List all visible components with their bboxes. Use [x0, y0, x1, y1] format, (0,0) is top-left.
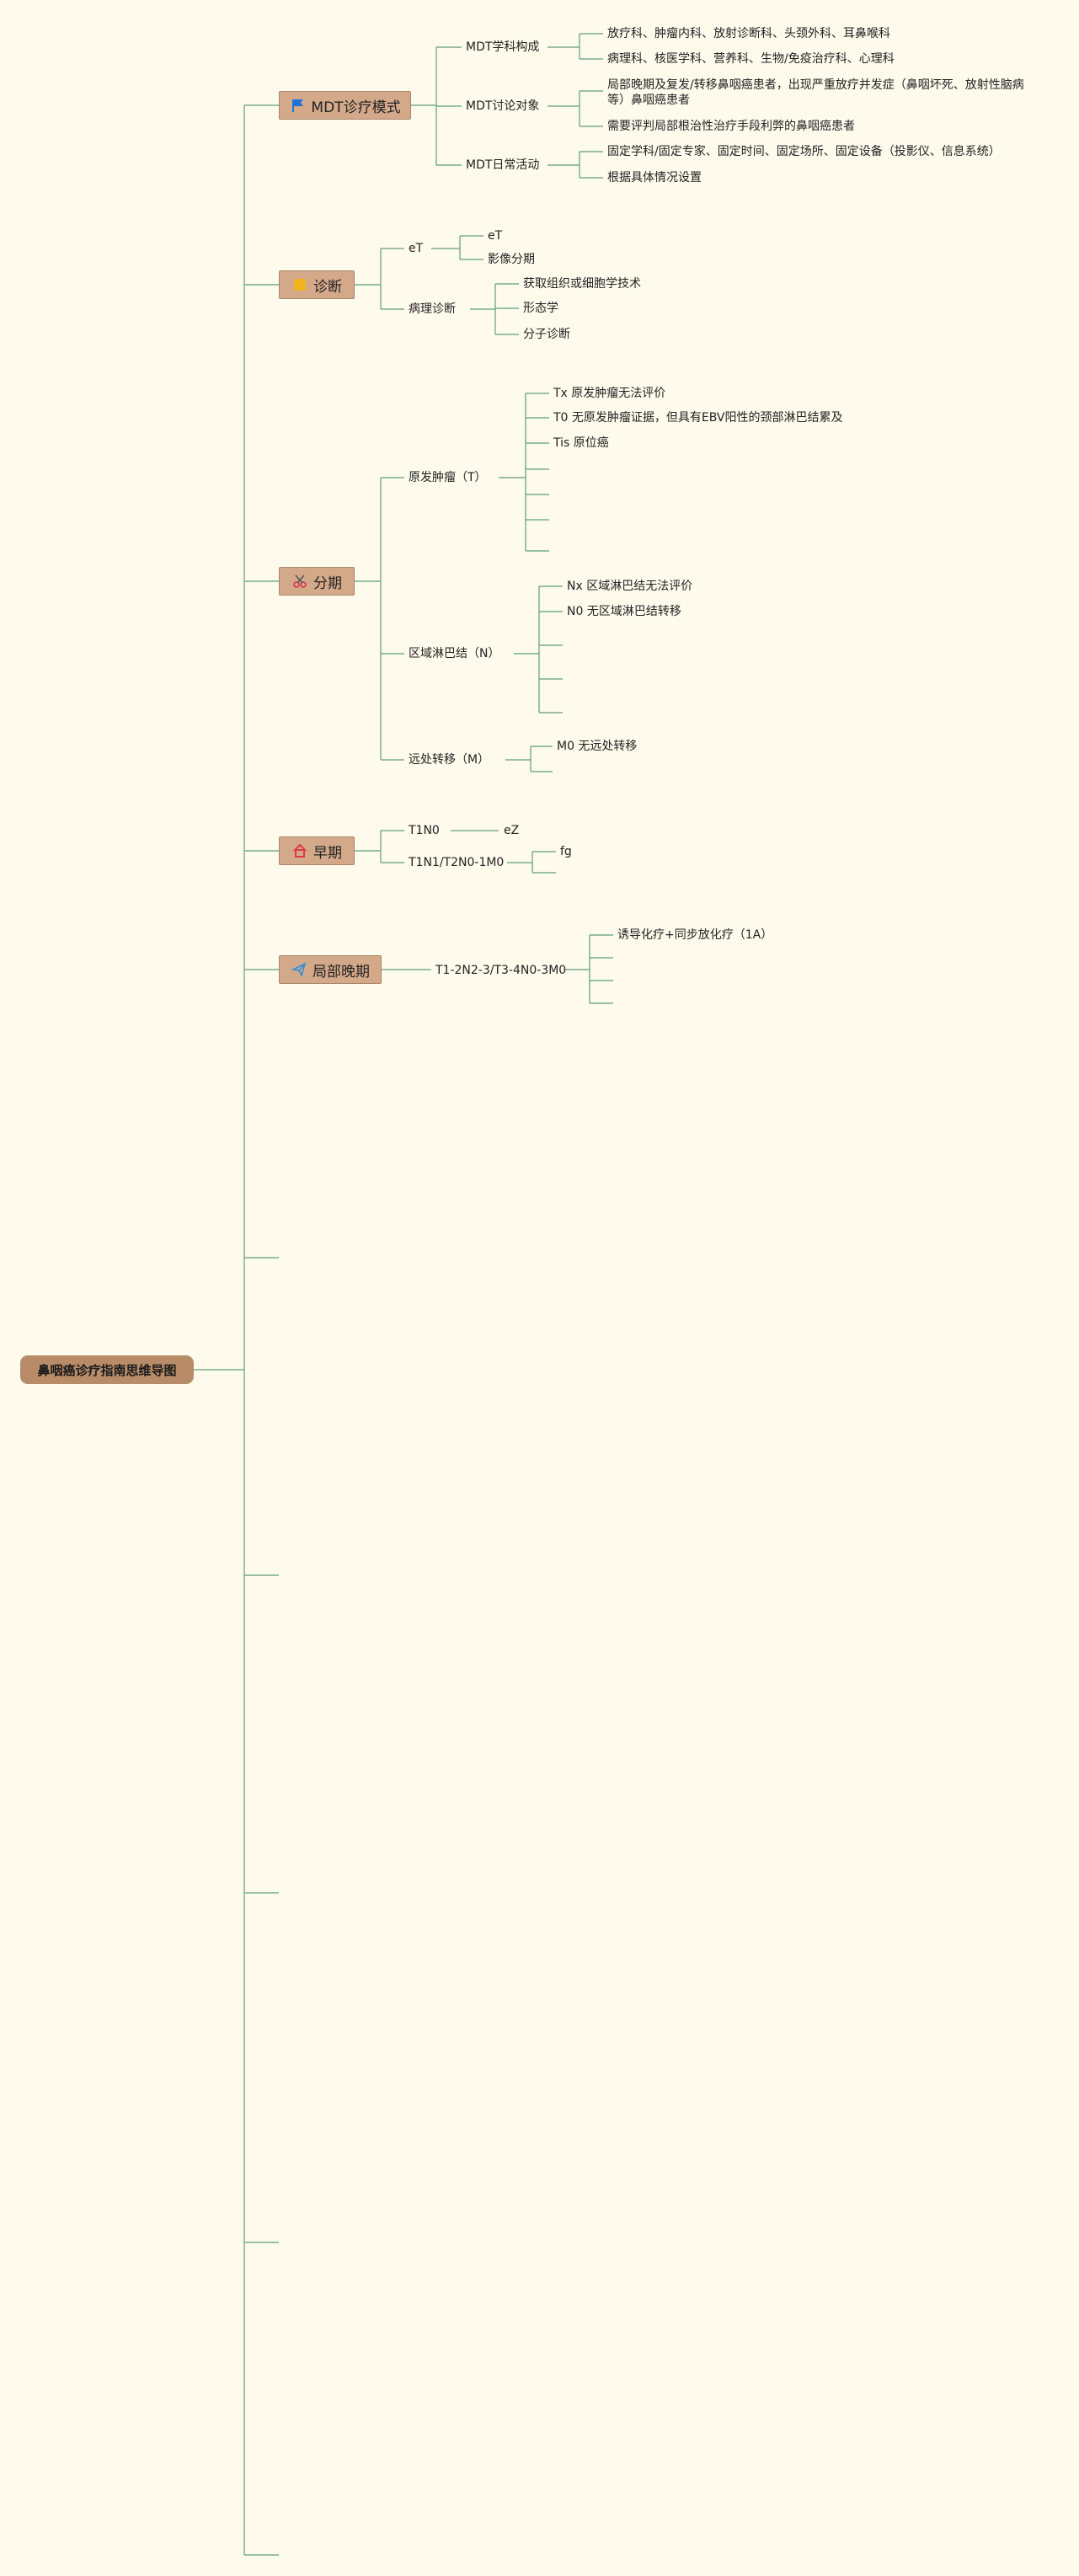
- leaf[interactable]: fg: [560, 845, 572, 858]
- scissors-icon: [291, 573, 308, 590]
- node-t1-2n2-3[interactable]: T1-2N2-3/T3-4N0-3M0: [435, 964, 567, 977]
- blue-flag-icon: [289, 97, 306, 114]
- node-t1n0[interactable]: T1N0: [409, 824, 440, 837]
- leaf[interactable]: 病理科、核医学科、营养科、生物/免疫治疗科、心理科: [607, 52, 895, 66]
- leaf[interactable]: 固定学科/固定专家、固定时间、固定场所、固定设备（投影仪、信息系统）: [607, 145, 1001, 158]
- leaf[interactable]: Tis 原位癌: [553, 436, 609, 450]
- leaf[interactable]: 形态学: [523, 302, 558, 315]
- node-et[interactable]: eT: [409, 242, 424, 255]
- root-node[interactable]: 鼻咽癌诊疗指南思维导图: [20, 1355, 194, 1384]
- branch-label: 早期: [313, 844, 342, 862]
- branch-early[interactable]: 早期: [279, 836, 355, 865]
- paper-plane-icon: [291, 961, 307, 978]
- leaf[interactable]: 需要评判局部根治性治疗手段利弊的鼻咽癌患者: [607, 120, 855, 133]
- leaf[interactable]: 局部晚期及复发/转移鼻咽癌患者，出现严重放疗并发症（鼻咽坏死、放射性脑病等）鼻咽…: [607, 78, 1024, 107]
- red-house-icon: [291, 842, 308, 859]
- branch-staging[interactable]: 分期: [279, 567, 355, 596]
- leaf[interactable]: 根据具体情况设置: [607, 171, 702, 184]
- node-primary-tumor[interactable]: 原发肿瘤（T）: [409, 471, 487, 484]
- branch-label: MDT诊疗模式: [311, 99, 401, 116]
- leaf[interactable]: 放疗科、肿瘤内科、放射诊断科、头颈外科、耳鼻喉科: [607, 27, 890, 40]
- node-mdt-activities[interactable]: MDT日常活动: [466, 158, 540, 172]
- leaf[interactable]: T0 无原发肿瘤证据，但具有EBV阳性的颈部淋巴结累及: [553, 411, 843, 425]
- leaf[interactable]: 分子诊断: [523, 328, 570, 341]
- node-mdt-composition[interactable]: MDT学科构成: [466, 40, 540, 54]
- node-distant-metastasis[interactable]: 远处转移（M）: [409, 753, 490, 767]
- branch-label: 分期: [313, 575, 342, 592]
- leaf[interactable]: eT: [488, 229, 503, 243]
- branch-label: 诊断: [313, 278, 342, 296]
- branch-diagnosis[interactable]: 诊断: [279, 270, 355, 299]
- branch-label: 局部晚期: [312, 963, 370, 981]
- leaf[interactable]: N0 无区域淋巴结转移: [567, 605, 681, 618]
- leaf[interactable]: 影像分期: [488, 253, 535, 266]
- leaf[interactable]: 获取组织或细胞学技术: [523, 277, 641, 291]
- node-pathology[interactable]: 病理诊断: [409, 302, 456, 316]
- node-t1n1[interactable]: T1N1/T2N0-1M0: [409, 856, 505, 869]
- node-mdt-targets[interactable]: MDT讨论对象: [466, 99, 540, 113]
- node-regional-lymph[interactable]: 区域淋巴结（N）: [409, 647, 500, 660]
- branch-locally-advanced[interactable]: 局部晚期: [279, 955, 382, 984]
- leaf[interactable]: M0 无远处转移: [557, 740, 638, 753]
- leaf[interactable]: eZ: [504, 824, 520, 837]
- branch-mdt[interactable]: MDT诊疗模式: [279, 91, 411, 120]
- leaf[interactable]: Nx 区域淋巴结无法评价: [567, 580, 693, 593]
- yellow-square-icon: [291, 276, 308, 293]
- leaf[interactable]: 诱导化疗+同步放化疗（1A）: [617, 928, 773, 942]
- leaf[interactable]: Tx 原发肿瘤无法评价: [553, 387, 666, 400]
